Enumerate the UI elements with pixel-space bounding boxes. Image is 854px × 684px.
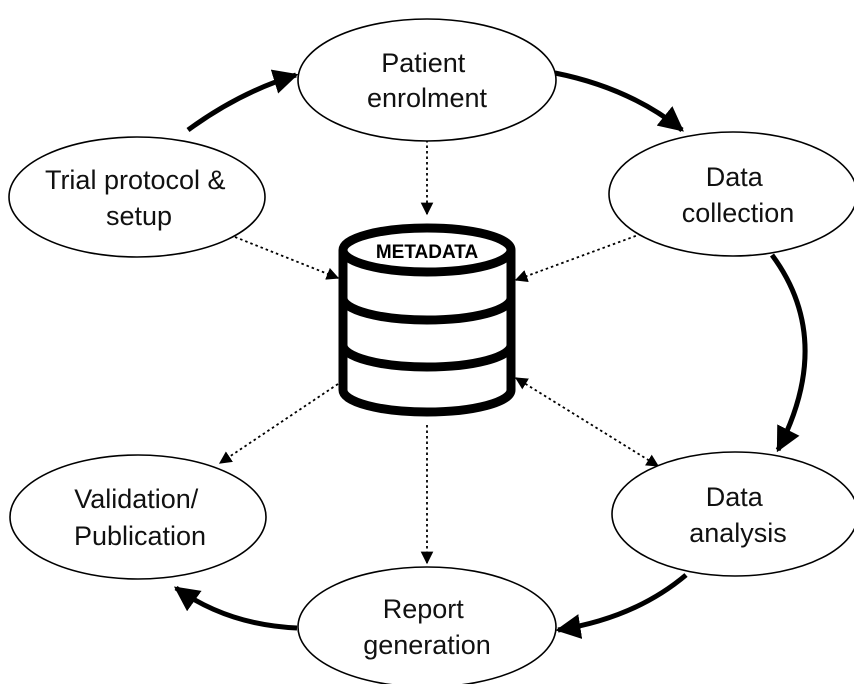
node-trial-protocol-setup: Trial protocol & setup	[8, 136, 266, 258]
edge-analysis-to-report	[555, 573, 688, 639]
database-divider-1	[338, 297, 516, 325]
node-validation-publication: Validation/ Publication	[9, 454, 267, 580]
node-data-analysis: Data analysis	[611, 451, 854, 577]
metadata-database-icon: METADATA	[338, 223, 516, 417]
node-label-line: collection	[682, 198, 795, 228]
edge-report-to-validation	[173, 585, 298, 631]
node-label-line: Validation/	[74, 484, 199, 514]
node-patient-enrolment: Patient enrolment	[297, 18, 557, 142]
database-label: METADATA	[376, 242, 479, 263]
svg-text:Validation/ Publication: Validation/ Publication	[74, 484, 206, 551]
node-label-line: setup	[106, 201, 172, 231]
database-top	[338, 223, 516, 277]
meta-edge-analysis	[514, 377, 660, 467]
node-label-line: Data	[706, 162, 764, 192]
edge-trial-to-enrolment	[186, 69, 299, 133]
node-shape	[608, 131, 854, 257]
svg-text:Report generation: Report generation	[363, 594, 491, 660]
node-shape	[8, 136, 266, 258]
svg-text:Data collection: Data collection	[682, 162, 795, 228]
metadata-edges	[218, 140, 660, 565]
svg-text:Patient enrolment: Patient enrolment	[367, 48, 488, 113]
node-shape	[297, 18, 557, 142]
node-shape	[297, 566, 557, 684]
node-label-line: Report	[383, 594, 465, 624]
node-data-collection: Data collection	[608, 131, 854, 257]
svg-text:Data analysis: Data analysis	[689, 482, 787, 548]
meta-edge-trial	[234, 236, 340, 280]
node-label-line: Patient	[381, 48, 466, 78]
meta-edge-validation	[218, 383, 339, 464]
database-body	[338, 250, 516, 417]
edge-enrolment-to-collection	[554, 70, 684, 132]
cycle-edges	[173, 69, 808, 639]
node-shape	[9, 454, 267, 580]
node-shape	[611, 451, 854, 577]
node-label-line: analysis	[689, 518, 787, 548]
node-label-line: Publication	[74, 521, 206, 551]
database-divider-2	[338, 344, 516, 372]
node-label-line: enrolment	[367, 83, 488, 113]
node-report-generation: Report generation	[297, 566, 557, 684]
node-label-line: Data	[706, 482, 764, 512]
meta-edge-collection	[514, 233, 642, 282]
edge-collection-to-analysis	[769, 253, 808, 453]
node-label-line: generation	[363, 630, 491, 660]
svg-text:Trial protocol & setup: Trial protocol & setup	[45, 165, 233, 231]
node-label-line: Trial protocol &	[45, 165, 226, 195]
